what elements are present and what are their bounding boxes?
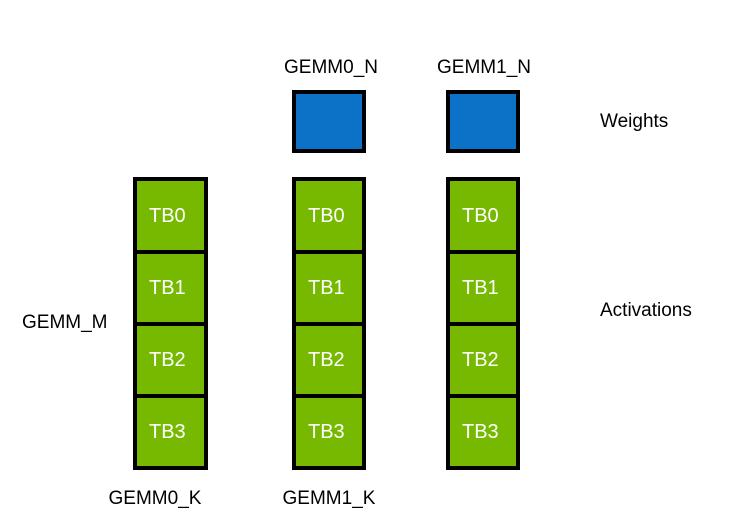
- gemm0-weight-tile: [292, 90, 366, 153]
- tb-cell-label: TB1: [308, 277, 345, 299]
- tb-cell: TB2: [133, 322, 208, 398]
- tb-cell-label: TB3: [149, 421, 186, 443]
- gemm0-n-label-line1: GEMM0_N: [284, 57, 378, 78]
- tb-cell: TB1: [292, 250, 366, 326]
- gemm-m-label: GEMM_M: [22, 312, 108, 333]
- tb-cell-label: TB3: [462, 421, 499, 443]
- tb-cell: TB0: [133, 177, 208, 254]
- tb-cell-label: TB0: [308, 204, 345, 227]
- tb-cell: TB3: [292, 394, 366, 470]
- tb-cell: TB0: [446, 177, 520, 254]
- gemm1-weight-tile: [446, 90, 520, 153]
- gemm1-n-label-line1: GEMM1_N: [437, 57, 531, 78]
- weights-label: Weights: [600, 111, 669, 132]
- gemm1-k-label: GEMM1_K: [282, 488, 376, 509]
- activations-label: Activations: [600, 300, 692, 321]
- tb-cell: TB3: [133, 394, 208, 470]
- tb-cell-label: TB1: [462, 277, 499, 299]
- tb-cell: TB1: [446, 250, 520, 326]
- tb-cell-label: TB2: [462, 349, 499, 371]
- tb-cell-label: TB2: [149, 349, 186, 371]
- tb-cell: TB3: [446, 394, 520, 470]
- gemm0-k-label: GEMM0_K: [108, 488, 202, 509]
- tb-cell-label: TB2: [308, 349, 345, 371]
- tb-cell-label: TB3: [308, 421, 345, 443]
- activation-column-2: TB0 TB1 TB2 TB3: [446, 177, 520, 470]
- tb-cell: TB2: [292, 322, 366, 398]
- tb-cell-label: TB0: [149, 204, 186, 227]
- tb-cell: TB0: [292, 177, 366, 254]
- tb-cell-label: TB1: [149, 277, 186, 299]
- tb-cell-label: TB0: [462, 204, 499, 227]
- activation-column-1: TB0 TB1 TB2 TB3: [292, 177, 366, 470]
- tb-cell: TB1: [133, 250, 208, 326]
- activation-column-0: TB0 TB1 TB2 TB3: [133, 177, 208, 470]
- tb-cell: TB2: [446, 322, 520, 398]
